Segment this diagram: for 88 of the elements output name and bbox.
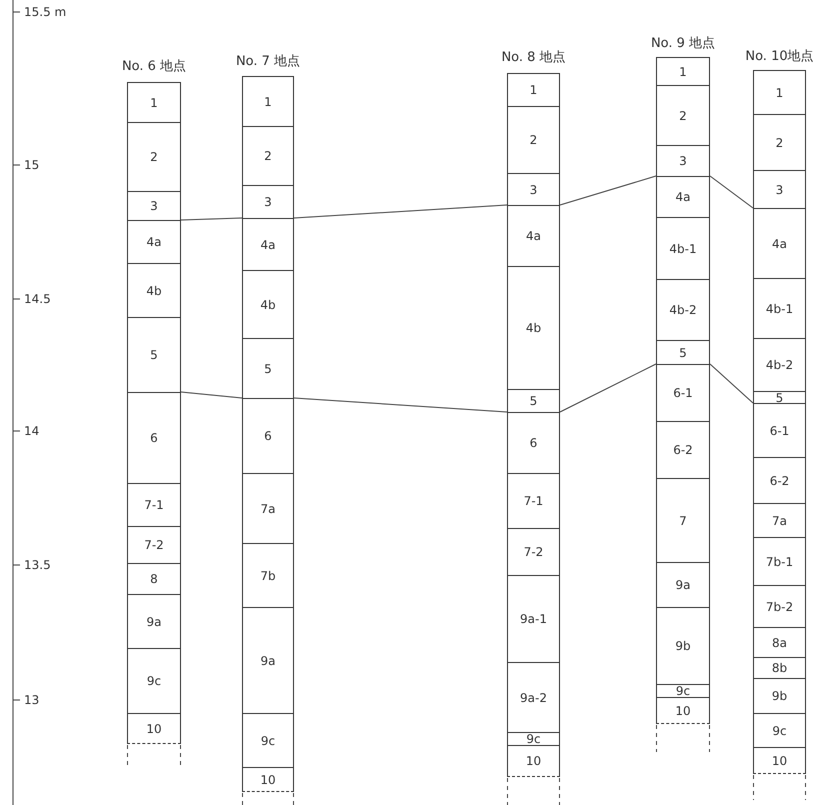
- layer-box: 3: [753, 170, 806, 209]
- scale-label: 15: [24, 158, 40, 172]
- layer-box: 9c: [656, 684, 710, 698]
- layer-box: 6-1: [753, 403, 806, 458]
- layer-box: 4a: [127, 220, 181, 264]
- layer-box: 10: [242, 767, 294, 792]
- layer-box: 10: [656, 697, 710, 724]
- layer-box: 6-2: [656, 421, 710, 479]
- layer-box: 9c: [753, 713, 806, 748]
- layer-box: 7b-2: [753, 585, 806, 628]
- layer-box: 3: [127, 191, 181, 221]
- scale-label: 14.5: [24, 292, 51, 306]
- layer-box: 4a: [753, 208, 806, 279]
- layer-box: 4a: [507, 205, 560, 267]
- layer-box: 1: [507, 73, 560, 107]
- correlation-line: [710, 176, 754, 208]
- column-heading: No. 9 地点: [650, 36, 716, 52]
- layer-box: 7a: [242, 473, 294, 544]
- layer-box: 9a-1: [507, 575, 560, 663]
- correlation-line: [560, 176, 656, 206]
- layer-box: 4b-2: [753, 338, 806, 392]
- column-heading: No. 8 地点: [500, 50, 567, 66]
- layer-box: 6-2: [753, 457, 806, 504]
- layer-box: 6-1: [656, 364, 710, 422]
- layer-box: 10: [753, 747, 806, 774]
- layer-box: 9c: [127, 648, 181, 714]
- layer-box: 7-2: [127, 526, 181, 564]
- layer-box: 4a: [656, 176, 710, 218]
- layer-box: 1: [753, 70, 806, 115]
- layer-box: 7-1: [127, 483, 181, 527]
- layer-box: 9a: [656, 562, 710, 608]
- layer-box: 1: [242, 76, 294, 127]
- layer-box: 5: [127, 317, 181, 393]
- correlation-line: [710, 364, 754, 404]
- layer-box: 1: [127, 82, 181, 123]
- scale-label: 14: [24, 424, 40, 438]
- correlation-line: [294, 204, 508, 218]
- layer-box: 6: [507, 412, 560, 474]
- layer-box: 5: [656, 340, 710, 365]
- layer-box: 8b: [753, 657, 806, 679]
- correlation-line: [180, 218, 242, 220]
- scale-label: 13.5: [24, 558, 51, 572]
- column-heading: No. 10地点: [744, 49, 815, 65]
- layer-box: 7-2: [507, 528, 560, 576]
- column-heading: No. 7 地点: [234, 54, 302, 70]
- layer-box: 4b-1: [656, 217, 710, 280]
- layer-box: 9a: [242, 607, 294, 714]
- layer-box: 2: [127, 122, 181, 192]
- correlation-line: [180, 392, 242, 398]
- layer-box: 4b: [242, 270, 294, 339]
- layer-box: 10: [507, 745, 560, 777]
- layer-box: 6: [127, 392, 181, 484]
- layer-box: 1: [656, 57, 710, 86]
- layer-box: 7a: [753, 503, 806, 538]
- layer-box: 6: [242, 398, 294, 474]
- layer-box: 4b-1: [753, 278, 806, 339]
- layer-box: 4b: [507, 266, 560, 390]
- layer-box: 9a-2: [507, 662, 560, 733]
- column-heading: No. 6 地点: [120, 59, 188, 75]
- layer-box: 7-1: [507, 473, 560, 529]
- layer-box: 3: [656, 145, 710, 177]
- layer-box: 2: [507, 106, 560, 174]
- correlation-line: [560, 364, 656, 412]
- layer-box: 9c: [507, 732, 560, 746]
- layer-box: 9c: [242, 713, 294, 768]
- layer-box: 7b-1: [753, 537, 806, 586]
- scale-label: 13: [24, 693, 40, 707]
- scale-label: 15.5 m: [24, 5, 66, 19]
- correlation-line: [294, 398, 508, 412]
- layer-box: 9a: [127, 594, 181, 649]
- layer-box: 5: [507, 389, 560, 413]
- layer-box: 2: [656, 85, 710, 146]
- layer-box: 7b: [242, 543, 294, 608]
- layer-box: 8a: [753, 627, 806, 658]
- layer-box: 2: [753, 114, 806, 171]
- layer-box: 8: [127, 563, 181, 595]
- layer-box: 2: [242, 126, 294, 186]
- layer-box: 5: [242, 338, 294, 399]
- layer-box: 3: [507, 173, 560, 206]
- layer-box: 4a: [242, 218, 294, 271]
- layer-box: 4b-2: [656, 279, 710, 341]
- layer-box: 4b: [127, 263, 181, 318]
- layer-box: 5: [753, 391, 806, 404]
- layer-box: 7: [656, 478, 710, 563]
- layer-box: 9b: [656, 607, 710, 685]
- layer-box: 9b: [753, 678, 806, 714]
- layer-box: 10: [127, 713, 181, 744]
- layer-box: 3: [242, 185, 294, 219]
